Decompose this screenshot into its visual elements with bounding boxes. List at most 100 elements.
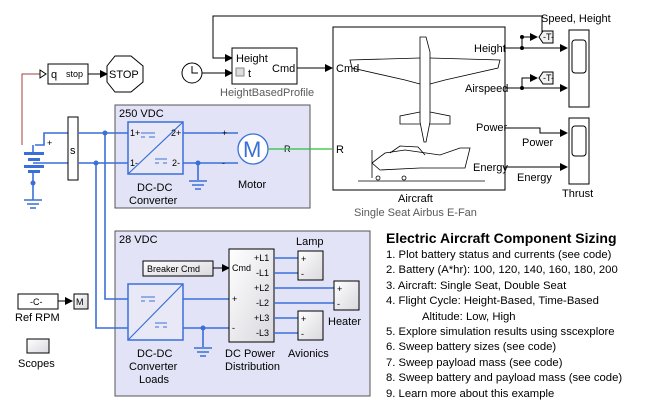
dist-port-plus: +: [232, 294, 237, 304]
energy-signal-label: Energy: [517, 172, 552, 184]
stop-q-label: q: [51, 69, 57, 81]
clock-block[interactable]: [181, 62, 203, 84]
stop-block[interactable]: [106, 55, 144, 93]
converter-name-1: DC-DC: [137, 182, 172, 194]
scopes-subsystem-block[interactable]: [26, 338, 50, 354]
battery-plus-wire: [35, 132, 68, 146]
ref-rpm-goto-block[interactable]: [73, 293, 89, 310]
profile-port-cmd: Cmd: [272, 63, 295, 75]
profile-port-t: t: [248, 68, 251, 80]
heater-name: Heater: [328, 316, 361, 328]
goto-tag: -T-: [543, 32, 554, 42]
lamp-plus: +: [301, 254, 306, 264]
heater-block[interactable]: [333, 280, 360, 311]
stop-signal-wire: [21, 73, 40, 145]
note-sscexplore[interactable]: 5. Explore simulation results using ssce…: [386, 326, 615, 339]
dist-port-l2m: -L2: [256, 298, 269, 308]
dist-port-l3p: +L3: [254, 313, 269, 323]
port-1m: 1-: [130, 158, 138, 168]
dc-symbol-icon: [155, 322, 167, 328]
aircraft-variant: Single Seat Airbus E-Fan: [354, 207, 477, 219]
height-profile-name: HeightBasedProfile: [220, 87, 314, 99]
area-250vdc-label: 250 VDC: [119, 108, 164, 120]
ground-icon: [24, 199, 42, 209]
heater-minus: -: [337, 299, 340, 309]
avionics-wires: [274, 317, 298, 334]
note-sweep-both[interactable]: 8. Sweep battery and payload mass (see c…: [386, 372, 623, 385]
goto-block-height[interactable]: -T-: [538, 30, 554, 44]
profile-port-height: Height: [236, 53, 268, 65]
motor-minus-sign: -: [222, 158, 225, 168]
power-wire: [505, 127, 568, 137]
motor-name: Motor: [238, 179, 266, 191]
note-learn-more[interactable]: 9. Learn more about this example: [386, 387, 555, 400]
stop-block-label: STOP: [109, 69, 139, 81]
loads-name-1: DC-DC: [137, 348, 172, 360]
loads-plus-wire: [104, 133, 130, 300]
avionics-plus: +: [301, 314, 306, 324]
aircraft-block[interactable]: [332, 26, 506, 191]
note-sweep-payload[interactable]: 7. Sweep payload mass (see code): [386, 356, 563, 369]
battery-plus-sign: +: [47, 138, 52, 148]
dist-port-l3m: -L3: [256, 328, 269, 338]
ground-icon: [189, 180, 207, 190]
aircraft-port-cmd: Cmd: [336, 63, 359, 75]
area-28vdc-label: 28 VDC: [119, 234, 158, 246]
ground-icon: [194, 328, 212, 357]
notes-title: Electric Aircraft Component Sizing: [386, 230, 617, 246]
scope-speed-height-name: Speed, Height: [541, 13, 611, 25]
ref-rpm-tag: M: [76, 297, 84, 307]
height-profile-block[interactable]: [231, 47, 298, 85]
sensor-label: s: [70, 145, 76, 157]
notes-panel: Electric Aircraft Component Sizing 1. Pl…: [386, 230, 622, 402]
airplane-top-icon: [349, 36, 501, 143]
scopes-name: Scopes: [18, 358, 55, 370]
dist-port-minus: -: [232, 323, 235, 333]
ref-rpm-value: -C-: [30, 297, 43, 307]
breaker-cmd-label: Breaker Cmd: [147, 264, 200, 274]
scope-icon: [571, 39, 587, 74]
converter-name-2: Converter: [129, 195, 178, 207]
note-aircraft[interactable]: 3. Aircraft: Single Seat, Double Seat: [386, 279, 567, 292]
avionics-name: Avionics: [288, 348, 329, 360]
dc-symbol-icon: [155, 158, 167, 164]
heater-plus: +: [337, 284, 342, 294]
dc-symbol-icon: [141, 132, 155, 138]
dc-symbol-icon: [141, 296, 155, 302]
ref-rpm-name: Ref RPM: [15, 312, 60, 324]
battery-icon[interactable]: [24, 145, 44, 200]
lamp-block[interactable]: [297, 250, 324, 281]
airplane-side-icon: [358, 145, 485, 182]
avionics-minus: -: [301, 329, 304, 339]
note-sweep-battery[interactable]: 6. Sweep battery sizes (see code): [386, 341, 557, 354]
clock-icon: [191, 66, 198, 74]
note-altitude[interactable]: Altitude: Low, High: [422, 310, 516, 323]
motor-icon: M: [243, 137, 261, 162]
dc-power-distribution-block[interactable]: [228, 248, 275, 343]
height-feedback-wire: [212, 15, 543, 62]
aircraft-port-airspeed: Airspeed: [465, 83, 508, 95]
goto-block-airspeed[interactable]: -T-: [538, 71, 554, 85]
goto-tag: -T-: [543, 73, 554, 83]
current-sensor-block[interactable]: [67, 116, 79, 181]
converter-diagonal: [127, 121, 184, 175]
dist-name-2: Distribution: [225, 361, 280, 373]
loads-name-3: Loads: [139, 374, 169, 386]
avionics-block[interactable]: [297, 310, 324, 341]
dist-port-l1m: -L1: [256, 268, 269, 278]
lamp-minus: -: [301, 269, 304, 279]
note-flight-cycle[interactable]: 4. Flight Cycle: Height-Based, Time-Base…: [386, 295, 599, 308]
subsystem-icon: [235, 67, 245, 77]
airspeed-goto-wire: [521, 74, 538, 88]
power-signal-label: Power: [522, 137, 554, 149]
lamp-wires: [274, 257, 298, 274]
note-plot-battery[interactable]: 1. Plot battery status and currents (see…: [386, 249, 612, 261]
loads-name-2: Converter: [129, 361, 178, 373]
scope-thrust-name: Thrust: [562, 188, 593, 200]
port-1p: 1+: [130, 128, 140, 138]
dist-port-l1p: +L1: [254, 253, 269, 263]
port-2m: 2-: [172, 158, 180, 168]
aircraft-port-height: Height: [474, 43, 506, 55]
note-battery-sizes[interactable]: 2. Battery (A*hr): 100, 120, 140, 160, 1…: [386, 264, 618, 277]
